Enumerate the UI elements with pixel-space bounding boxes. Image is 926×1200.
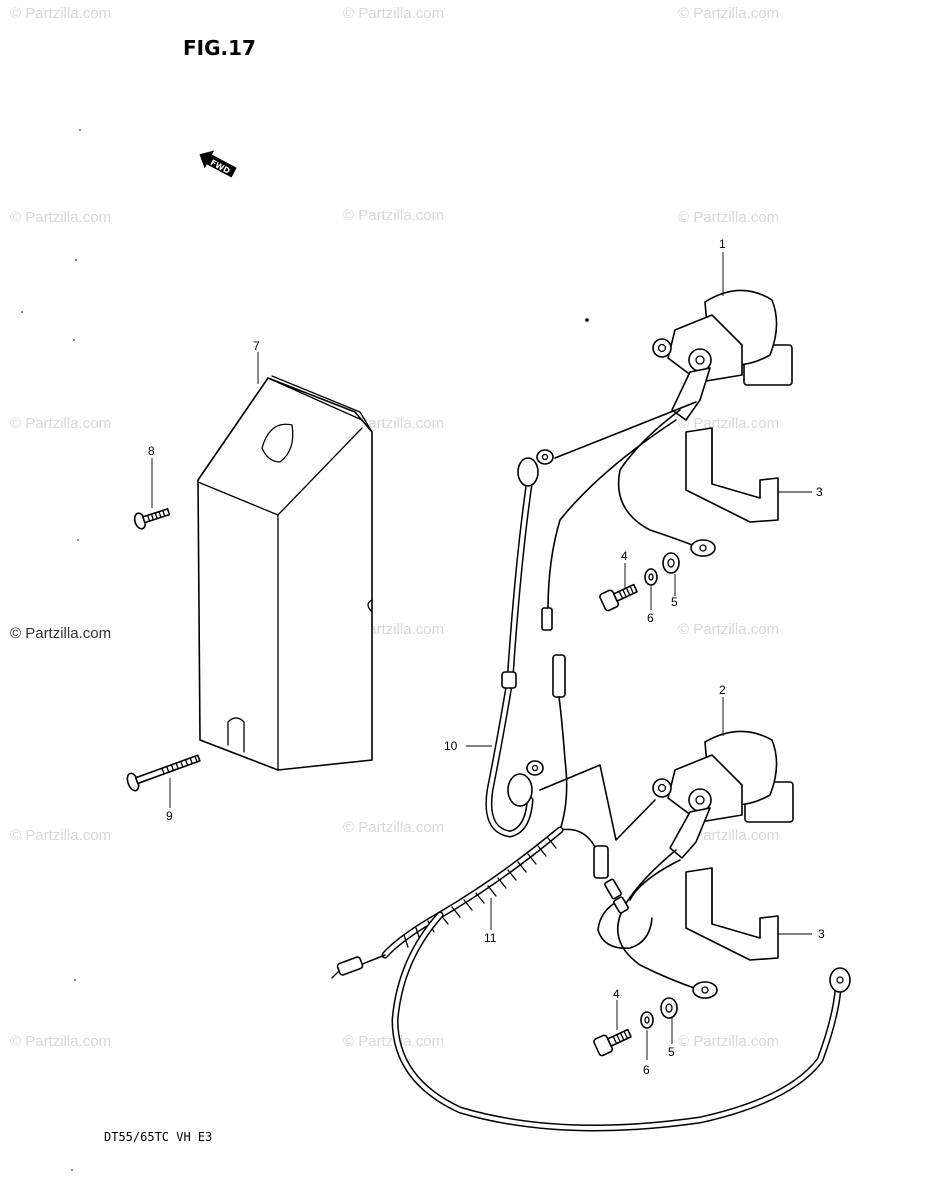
callout-2: 2 — [719, 683, 726, 697]
callout-4: 4 — [621, 549, 628, 563]
callout-6: 6 — [643, 1063, 650, 1077]
callout-3: 3 — [818, 927, 825, 941]
lead-wire — [541, 401, 716, 831]
cover-part — [197, 375, 373, 771]
washer-part — [644, 568, 658, 586]
fwd-arrow-icon: FWD — [199, 150, 237, 178]
bracket-part — [685, 867, 779, 961]
jumper-wire — [539, 764, 656, 841]
washer-part — [662, 552, 680, 574]
screw-part — [126, 754, 201, 792]
watermark: © Partzilla.com — [343, 819, 444, 836]
watermark: © Partzilla.com — [10, 1033, 111, 1050]
watermark-layer: © Partzilla.com © Partzilla.com © Partzi… — [10, 5, 779, 1050]
washer-part — [660, 997, 678, 1019]
callout-5: 5 — [671, 595, 678, 609]
watermark: © Partzilla.com — [678, 1033, 779, 1050]
callout-1: 1 — [719, 237, 726, 251]
watermark: © Partzilla.com — [678, 415, 779, 432]
watermark: © Partzilla.com — [10, 827, 111, 844]
watermark: © Partzilla.com — [10, 5, 111, 22]
callout-4: 4 — [613, 987, 620, 1001]
watermark: © Partzilla.com — [678, 5, 779, 22]
bolt-part — [599, 583, 638, 612]
lead-wire — [559, 828, 718, 999]
callout-5: 5 — [668, 1045, 675, 1059]
figure-title: FIG.17 — [183, 36, 256, 60]
callout-6: 6 — [647, 611, 654, 625]
watermark: © Partzilla.com — [343, 207, 444, 224]
watermark: © Partzilla.com — [343, 1033, 444, 1050]
bracket-part — [685, 427, 779, 523]
leader-lines — [151, 252, 812, 1060]
relay-part — [652, 289, 793, 421]
ground-cable — [391, 911, 851, 1132]
washer-part — [640, 1011, 654, 1029]
callout-7: 7 — [253, 339, 260, 353]
watermark: © Partzilla.com — [343, 5, 444, 22]
harness-part — [331, 826, 564, 979]
bolt-part — [593, 1028, 632, 1057]
callout-8: 8 — [148, 444, 155, 458]
scan-specks — [21, 129, 589, 1171]
callout-labels: 1 2 3 3 4 4 5 5 6 6 7 8 9 10 11 — [148, 237, 825, 1077]
relay-part — [652, 730, 794, 859]
callout-11: 11 — [484, 931, 497, 945]
watermark: © Partzilla.com — [10, 209, 111, 226]
watermark: © Partzilla.com — [678, 621, 779, 638]
cable-part — [485, 449, 554, 838]
callout-9: 9 — [166, 809, 173, 823]
watermark-primary: © Partzilla.com — [10, 625, 111, 642]
watermark: © Partzilla.com — [10, 415, 111, 432]
callout-3: 3 — [816, 485, 823, 499]
model-code: DT55/65TC VH E3 — [104, 1130, 212, 1144]
screw-part — [133, 508, 171, 530]
callout-10: 10 — [444, 739, 458, 753]
watermark: © Partzilla.com — [678, 827, 779, 844]
watermark: © Partzilla.com — [678, 209, 779, 226]
